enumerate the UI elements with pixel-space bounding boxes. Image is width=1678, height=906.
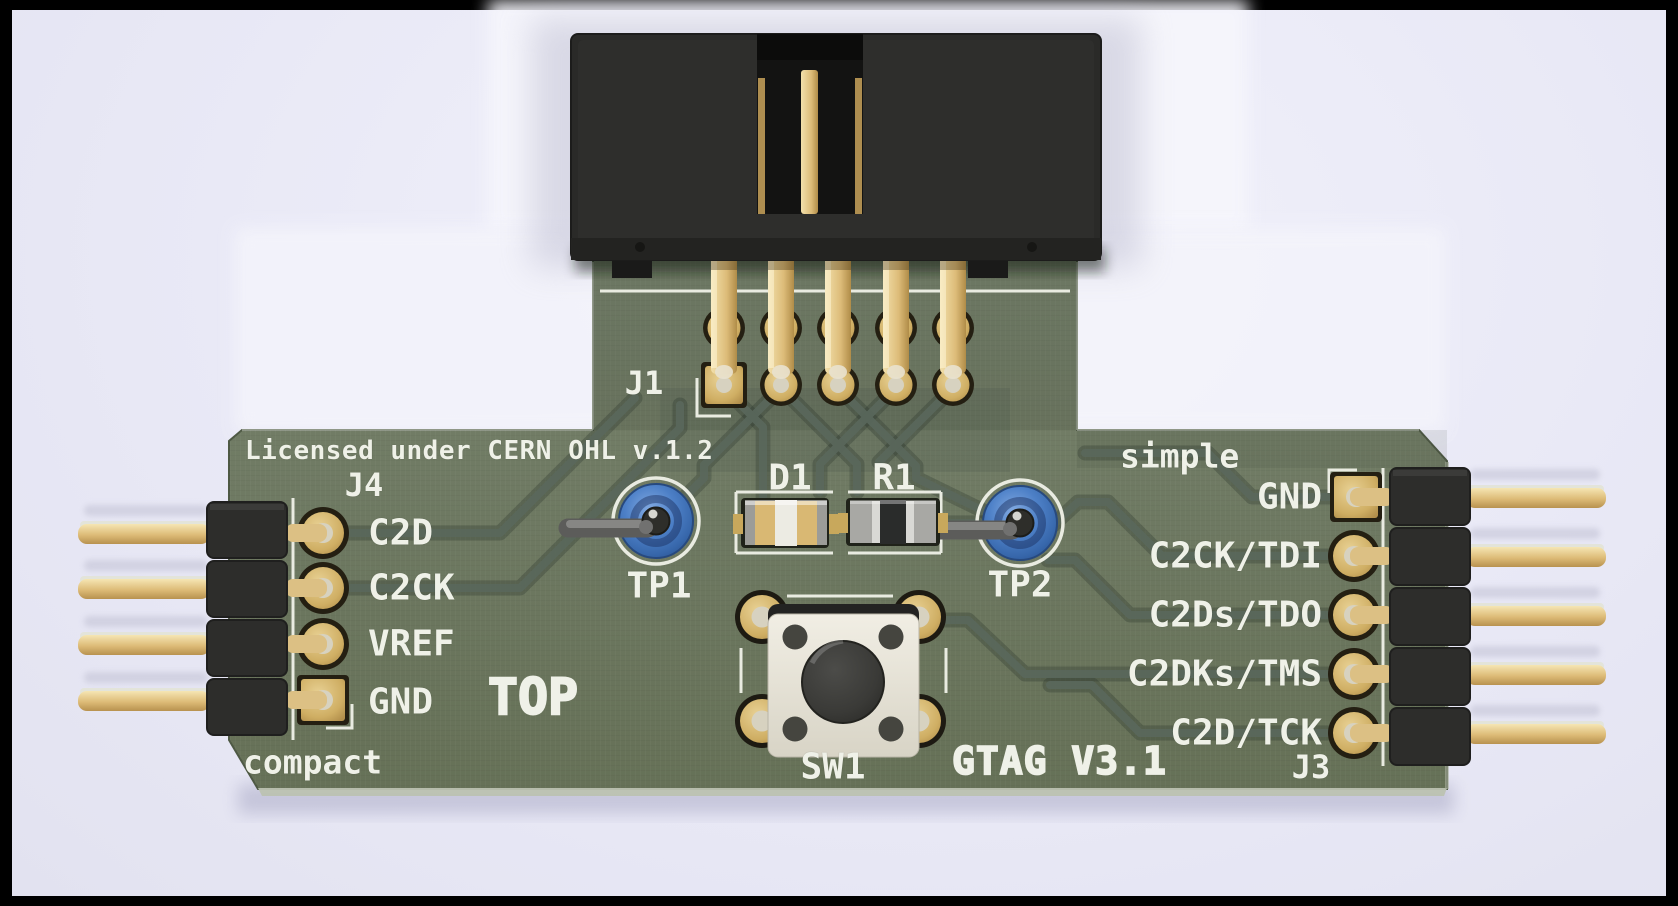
ref-label-sw1: SW1 — [800, 746, 866, 788]
header-j3 — [1328, 467, 1606, 766]
connector-j1 — [570, 33, 1105, 379]
ref-label-r1: R1 — [872, 457, 916, 499]
ref-label-tp2: TP2 — [987, 564, 1053, 606]
variant-label-simple: simple — [1120, 436, 1240, 476]
pin-label-c2d-tck: C2D/TCK — [1170, 712, 1322, 754]
header-j4-pins — [78, 521, 210, 711]
led-d1 — [733, 498, 839, 548]
ref-label-tp1: TP1 — [626, 565, 692, 607]
pin-label-c2ck-tdi: C2CK/TDI — [1148, 535, 1322, 577]
pin-label-gnd-right: GND — [1256, 476, 1322, 518]
copper-traces — [337, 380, 1338, 741]
header-j4-body — [206, 501, 288, 736]
variant-label-compact: compact — [243, 742, 383, 782]
pin-label-c2ds-tdo: C2Ds/TDO — [1148, 594, 1322, 636]
ref-label-d1: D1 — [768, 457, 812, 499]
pin-label-gnd-left: GND — [368, 681, 434, 723]
ref-label-j3: J3 — [1291, 748, 1331, 786]
pin-label-c2dks-tms: C2DKs/TMS — [1126, 653, 1322, 695]
pin-label-vref: VREF — [368, 623, 455, 665]
pin-label-c2ck: C2CK — [368, 567, 455, 609]
ref-label-j4: J4 — [344, 466, 384, 504]
silkscreen-license: Licensed under CERN OHL v.1.2 — [245, 436, 714, 466]
board-title: GTAG V3.1 — [951, 738, 1167, 784]
ref-label-j1: J1 — [624, 364, 664, 402]
switch-sw1 — [735, 590, 946, 758]
header-j3-pins — [1466, 485, 1606, 744]
header-j4 — [78, 501, 349, 736]
resistor-r1 — [838, 498, 948, 546]
pin-label-c2d: C2D — [368, 512, 434, 554]
testpoint-tp1 — [558, 483, 694, 559]
header-j3-body — [1389, 467, 1471, 766]
side-label: TOP — [487, 667, 579, 727]
